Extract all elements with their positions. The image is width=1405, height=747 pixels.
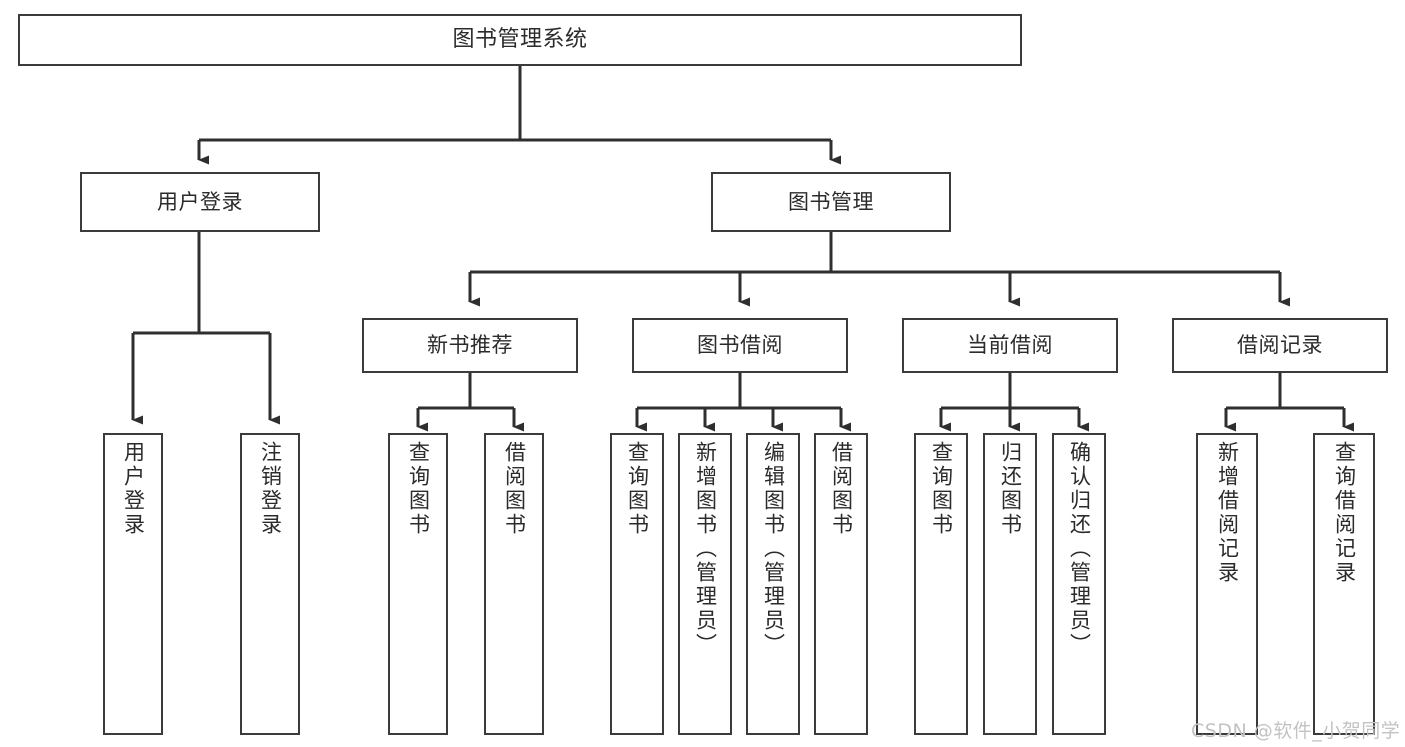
node-root-system-label: 图书管理系统 bbox=[452, 27, 588, 53]
leaf-book-borrow-borrow[interactable]: 借阅图书 bbox=[814, 433, 868, 735]
node-book-management[interactable]: 图书管理 bbox=[711, 172, 951, 232]
node-root-system[interactable]: 图书管理系统 bbox=[18, 14, 1022, 66]
leaf-user-login-login[interactable]: 用户登录 bbox=[103, 433, 163, 735]
leaf-borrow-record-add-label: 新增借阅记录 bbox=[1215, 441, 1240, 585]
leaf-user-login-logout[interactable]: 注销登录 bbox=[240, 433, 300, 735]
node-current-borrow-label: 当前借阅 bbox=[967, 333, 1053, 358]
leaf-book-borrow-query-label: 查询图书 bbox=[625, 441, 650, 537]
leaf-borrow-record-add[interactable]: 新增借阅记录 bbox=[1196, 433, 1258, 735]
node-user-login[interactable]: 用户登录 bbox=[80, 172, 320, 232]
node-user-login-label: 用户登录 bbox=[157, 189, 243, 214]
leaf-borrow-record-query-label: 查询借阅记录 bbox=[1332, 441, 1357, 585]
leaf-book-borrow-edit-label: 编辑图书（管理员） bbox=[761, 441, 786, 657]
leaf-current-borrow-return[interactable]: 归还图书 bbox=[983, 433, 1037, 735]
node-new-book-recommend-label: 新书推荐 bbox=[427, 333, 513, 358]
leaf-new-book-query-label: 查询图书 bbox=[406, 441, 431, 537]
leaf-borrow-record-query[interactable]: 查询借阅记录 bbox=[1313, 433, 1375, 735]
leaf-current-borrow-return-label: 归还图书 bbox=[998, 441, 1023, 537]
leaf-user-login-logout-label: 注销登录 bbox=[258, 441, 283, 537]
leaf-new-book-borrow-label: 借阅图书 bbox=[502, 441, 527, 537]
node-book-management-label: 图书管理 bbox=[788, 189, 874, 214]
node-new-book-recommend[interactable]: 新书推荐 bbox=[362, 318, 578, 373]
node-book-borrow[interactable]: 图书借阅 bbox=[632, 318, 848, 373]
leaf-new-book-query[interactable]: 查询图书 bbox=[388, 433, 448, 735]
csdn-watermark: CSDN @软件_小贺同学 bbox=[1191, 720, 1401, 742]
leaf-current-borrow-query[interactable]: 查询图书 bbox=[914, 433, 968, 735]
leaf-current-borrow-confirm-label: 确认归还（管理员） bbox=[1067, 441, 1092, 657]
leaf-book-borrow-add[interactable]: 新增图书（管理员） bbox=[678, 433, 732, 735]
node-current-borrow[interactable]: 当前借阅 bbox=[902, 318, 1118, 373]
node-book-borrow-label: 图书借阅 bbox=[697, 333, 783, 358]
leaf-book-borrow-edit[interactable]: 编辑图书（管理员） bbox=[746, 433, 800, 735]
leaf-user-login-login-label: 用户登录 bbox=[121, 441, 146, 537]
node-borrow-record[interactable]: 借阅记录 bbox=[1172, 318, 1388, 373]
leaf-current-borrow-confirm[interactable]: 确认归还（管理员） bbox=[1052, 433, 1106, 735]
node-borrow-record-label: 借阅记录 bbox=[1237, 333, 1323, 358]
leaf-book-borrow-borrow-label: 借阅图书 bbox=[829, 441, 854, 537]
leaf-book-borrow-add-label: 新增图书（管理员） bbox=[693, 441, 718, 657]
leaf-new-book-borrow[interactable]: 借阅图书 bbox=[484, 433, 544, 735]
leaf-current-borrow-query-label: 查询图书 bbox=[929, 441, 954, 537]
leaf-book-borrow-query[interactable]: 查询图书 bbox=[610, 433, 664, 735]
